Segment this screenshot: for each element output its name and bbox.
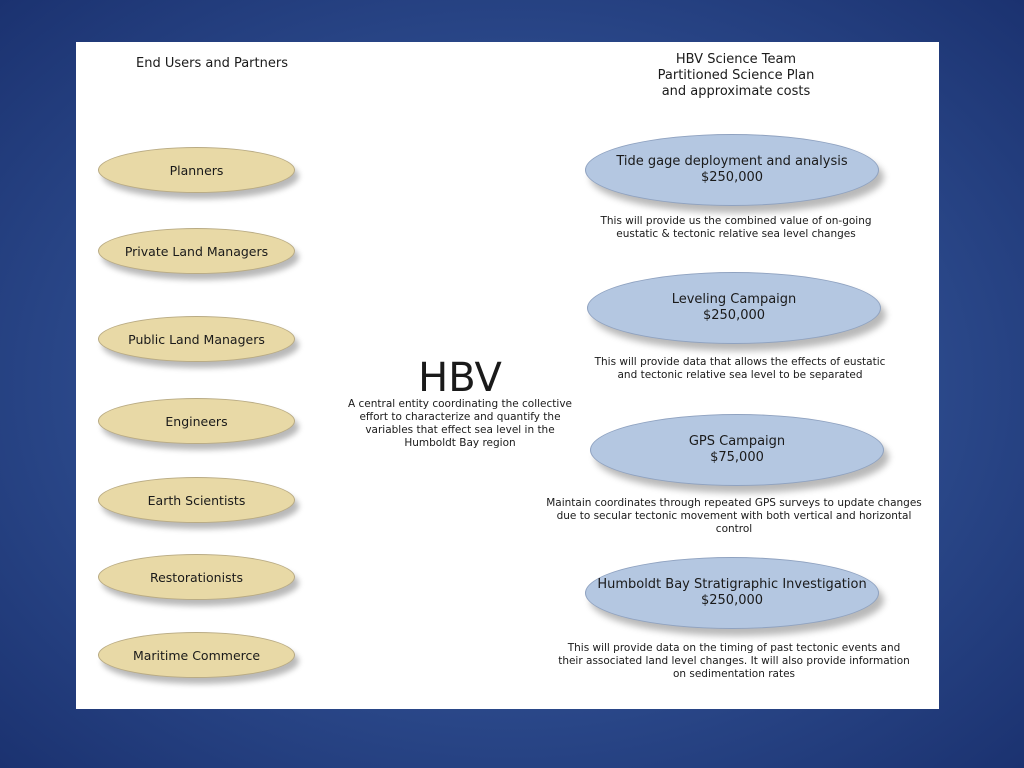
plan-node-leveling-campaign: Leveling Campaign $250,000 [587, 272, 881, 344]
plan-name: Humboldt Bay Stratigraphic Investigation [597, 577, 867, 592]
science-team-heading-line: and approximate costs [661, 84, 811, 99]
science-team-heading-line: HBV Science Team [675, 52, 797, 67]
plan-cost: $250,000 [700, 593, 764, 608]
plan-description-tide-gage: This will provide us the combined value … [576, 215, 896, 241]
plan-cost: $250,000 [702, 308, 766, 323]
user-node-private-land-managers: Private Land Managers [98, 228, 295, 274]
user-node-earth-scientists: Earth Scientists [98, 477, 295, 523]
hbv-title: HBV [418, 355, 502, 401]
plan-name: Tide gage deployment and analysis [616, 154, 848, 169]
science-team-heading: HBV Science Team Partitioned Science Pla… [636, 52, 836, 100]
plan-description-line: and tectonic relative sea level to be se… [617, 369, 863, 381]
plan-cost: $250,000 [700, 170, 764, 185]
plan-description-gps-campaign: Maintain coordinates through repeated GP… [538, 497, 930, 536]
plan-node-gps-campaign: GPS Campaign $75,000 [590, 414, 884, 486]
science-team-heading-line: Partitioned Science Plan [657, 68, 815, 83]
plan-description-line: This will provide data on the timing of … [567, 642, 901, 654]
plan-cost: $75,000 [710, 450, 764, 465]
hbv-center-node: HBV A central entity coordinating the co… [344, 354, 576, 450]
user-node-restorationists: Restorationists [98, 554, 295, 600]
plan-description-line: Maintain coordinates through repeated GP… [546, 497, 922, 509]
user-node-engineers: Engineers [98, 398, 295, 444]
user-node-planners: Planners [98, 147, 295, 193]
user-node-maritime-commerce: Maritime Commerce [98, 632, 295, 678]
hbv-description: A central entity coordinating the collec… [347, 398, 572, 449]
plan-description-stratigraphic-investigation: This will provide data on the timing of … [554, 642, 914, 681]
end-users-heading: End Users and Partners [136, 56, 288, 71]
plan-name: GPS Campaign [688, 434, 786, 449]
plan-description-line: eustatic & tectonic relative sea level c… [616, 228, 856, 240]
plan-description-line: their associated land level changes. It … [558, 655, 910, 667]
plan-description-line: This will provide us the combined value … [600, 215, 872, 227]
plan-description-line: due to secular tectonic movement with bo… [556, 510, 912, 535]
user-node-public-land-managers: Public Land Managers [98, 316, 295, 362]
plan-name: Leveling Campaign [671, 292, 797, 307]
plan-node-tide-gage: Tide gage deployment and analysis $250,0… [585, 134, 879, 206]
plan-description-line: on sedimentation rates [672, 668, 796, 680]
slide-canvas: End Users and Partners HBV Science Team … [76, 42, 939, 709]
plan-node-stratigraphic-investigation: Humboldt Bay Stratigraphic Investigation… [585, 557, 879, 629]
plan-description-leveling-campaign: This will provide data that allows the e… [574, 356, 906, 382]
plan-description-line: This will provide data that allows the e… [594, 356, 886, 368]
